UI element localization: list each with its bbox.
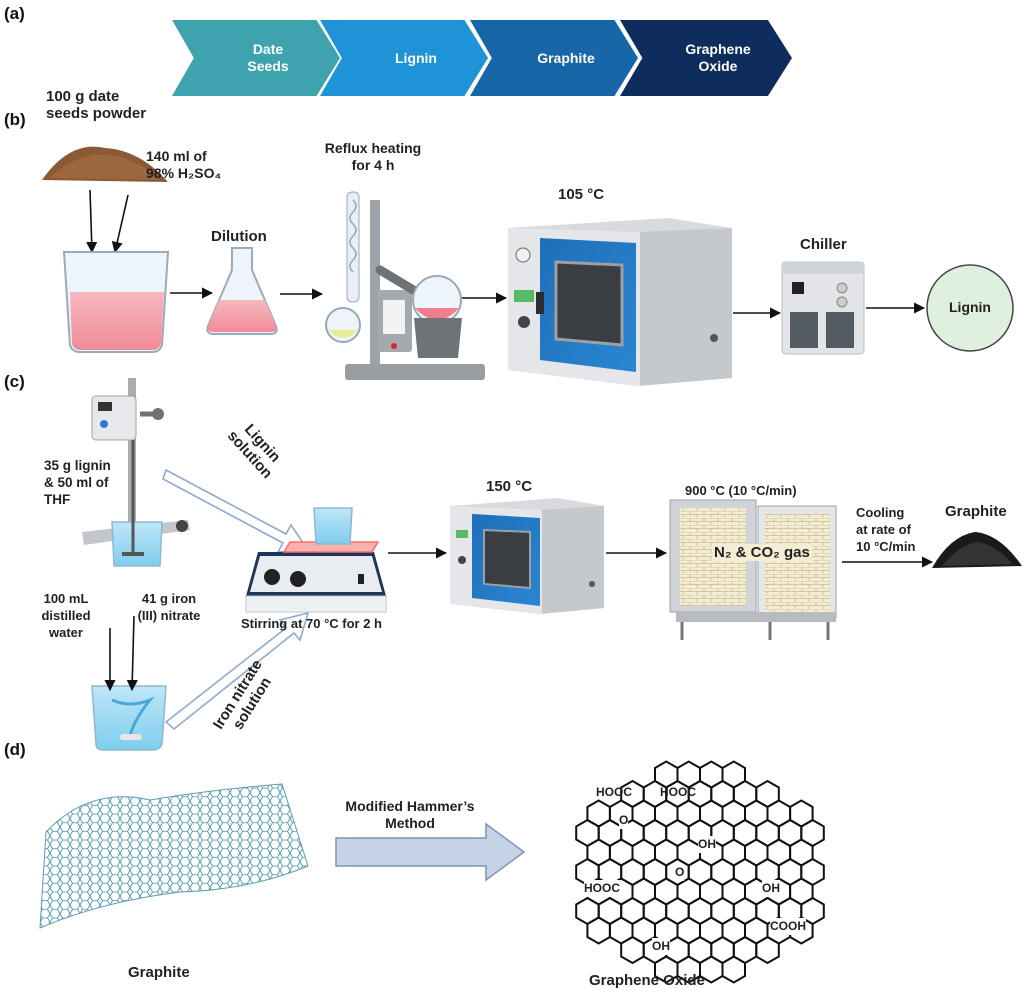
chiller bbox=[781, 261, 865, 355]
oven-temp-150-label: 150 °C bbox=[486, 478, 533, 495]
seed-powder-line: 100 g date bbox=[46, 88, 120, 105]
oven-temp-105-label: 105 °C bbox=[558, 186, 605, 203]
acid-line: 98% H₂SO₄ bbox=[146, 165, 222, 181]
oven-150 bbox=[450, 498, 604, 614]
flow-step-line: Seeds bbox=[247, 58, 289, 74]
group-oh-2: OH bbox=[762, 880, 780, 897]
acid-label: 140 ml of 98% H₂SO₄ bbox=[146, 148, 221, 182]
overhead-stirrer bbox=[82, 378, 190, 567]
cooling-line: at rate of bbox=[856, 522, 911, 537]
lignin-amount-line: & 50 ml of bbox=[44, 475, 109, 490]
acid-line: 140 ml of bbox=[146, 148, 207, 164]
lignin-amount-line: THF bbox=[44, 492, 71, 507]
panel-label-d: (d) bbox=[4, 740, 26, 759]
graphite-product-label: Graphite bbox=[945, 503, 1007, 520]
hexagon-ring bbox=[586, 916, 611, 945]
reflux-line: Reflux heating bbox=[324, 140, 422, 156]
hexagon-ring bbox=[721, 955, 746, 984]
flow-step-lignin: Lignin bbox=[320, 20, 488, 96]
panel-label-a: (a) bbox=[4, 4, 25, 23]
distilled-water-label: 100 mL distilled water bbox=[30, 590, 102, 641]
graphene-oxide-label: Graphene Oxide bbox=[589, 972, 705, 989]
lignin-solution-arrow bbox=[162, 468, 310, 553]
seed-powder-label: 100 g date seeds powder bbox=[46, 88, 146, 122]
water-line: distilled bbox=[41, 608, 91, 623]
dilution-label: Dilution bbox=[211, 228, 267, 245]
graphene-sheet bbox=[39, 783, 309, 929]
group-hooc-1: HOOC bbox=[596, 785, 632, 799]
group-oh-1: OH bbox=[698, 836, 716, 853]
lignin-amount-label: 35 g lignin & 50 ml of THF bbox=[44, 457, 111, 508]
iron-nitrate-beaker bbox=[91, 685, 167, 751]
cooling-label: Cooling at rate of 10 °C/min bbox=[856, 504, 915, 555]
iron-solution-arrow bbox=[164, 611, 310, 731]
iron-line: (III) nitrate bbox=[137, 608, 201, 623]
method-label: Modified Hammer’s Method bbox=[330, 798, 490, 832]
flow-step-line: Date bbox=[252, 41, 284, 57]
hammer-method-arrow bbox=[335, 822, 526, 882]
muffle-furnace bbox=[669, 499, 837, 640]
stirring-label: Stirring at 70 °C for 2 h bbox=[241, 616, 383, 631]
flow-step-line: Graphite bbox=[537, 49, 595, 66]
cooling-line: Cooling bbox=[856, 505, 905, 520]
hexagon-ring bbox=[620, 935, 645, 965]
iron-nitrate-label: 41 g iron (III) nitrate bbox=[122, 590, 216, 624]
group-hooc-2: HOOC bbox=[660, 785, 696, 799]
hexagon-ring bbox=[755, 935, 780, 965]
oven-105 bbox=[508, 218, 732, 386]
graphite-sheet-label: Graphite bbox=[128, 964, 190, 981]
reflux-line: for 4 h bbox=[351, 157, 395, 173]
water-line: 100 mL bbox=[43, 591, 89, 606]
flow-step-line: Lignin bbox=[395, 49, 437, 66]
panel-label-b: (b) bbox=[4, 110, 26, 129]
chiller-label: Chiller bbox=[800, 236, 847, 253]
flow-step-line: Oxide bbox=[698, 58, 738, 74]
water-line: water bbox=[49, 625, 83, 640]
lignin-node bbox=[926, 264, 1014, 352]
flow-step-line: Graphene bbox=[685, 41, 751, 57]
method-line: Modified Hammer’s bbox=[345, 798, 475, 814]
group-cooh: COOH bbox=[770, 918, 806, 935]
gas-label: N₂ & CO₂ gas bbox=[712, 544, 812, 561]
panel-label-c: (c) bbox=[4, 372, 25, 391]
reflux-label: Reflux heating for 4 h bbox=[308, 140, 438, 174]
group-epoxy-o-1: O bbox=[619, 812, 629, 829]
group-epoxy-o-2: O bbox=[675, 864, 685, 881]
lignin-amount-line: 35 g lignin bbox=[44, 458, 111, 473]
method-line: Method bbox=[385, 815, 435, 831]
flow-step-graphite: Graphite bbox=[470, 20, 638, 96]
seed-powder-line: seeds powder bbox=[46, 105, 147, 122]
group-oh-3: OH bbox=[652, 938, 670, 955]
cooling-line: 10 °C/min bbox=[856, 539, 916, 554]
group-hooc-3: HOOC bbox=[584, 880, 620, 897]
iron-line: 41 g iron bbox=[141, 591, 197, 606]
lignin-node-label: Lignin bbox=[949, 299, 991, 315]
rotary-evaporator bbox=[325, 191, 485, 380]
hotplate-stirrer bbox=[245, 507, 387, 613]
furnace-temp-label: 900 °C (10 °C/min) bbox=[685, 483, 797, 498]
